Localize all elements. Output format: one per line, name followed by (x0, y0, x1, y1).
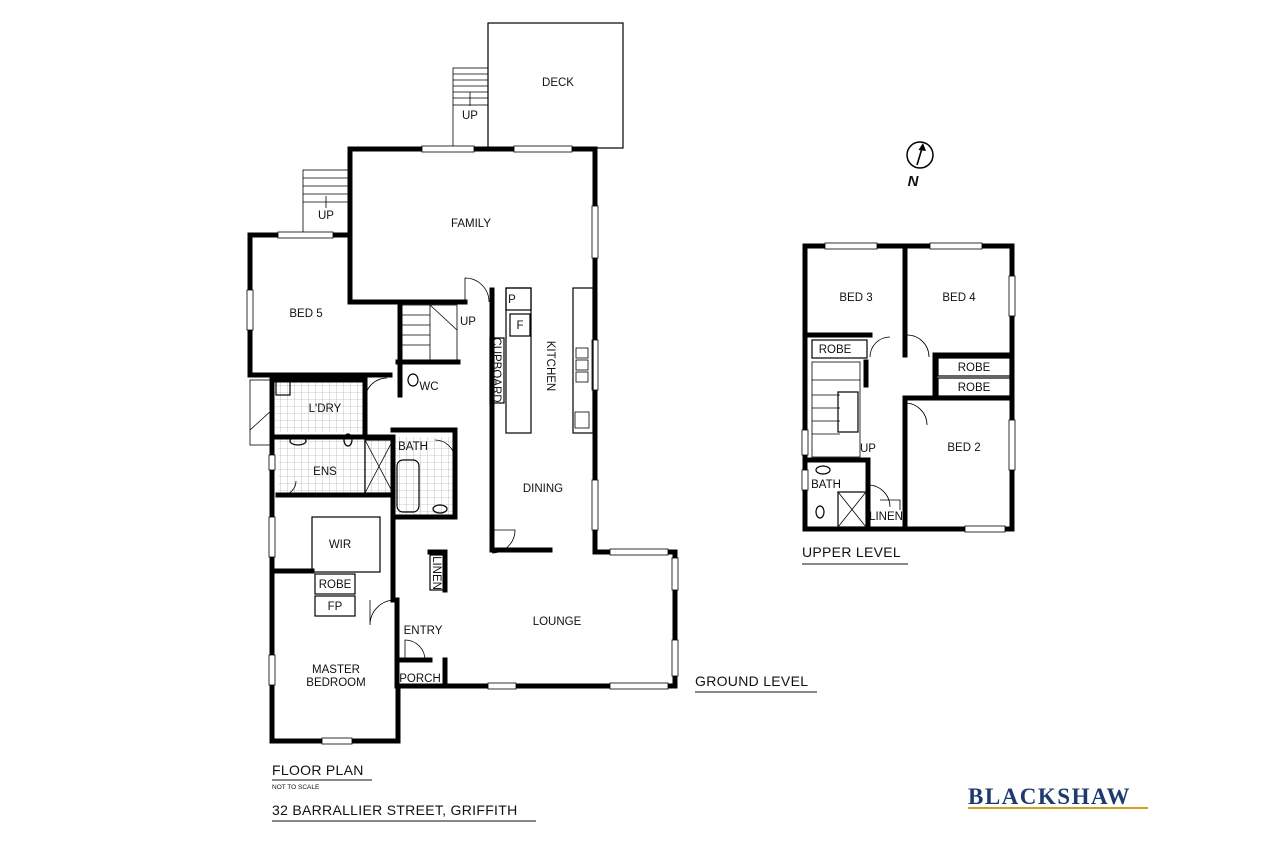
upper-bed4-label: BED 4 (942, 292, 976, 304)
robe-box (314, 573, 356, 595)
internal-stairs (401, 304, 458, 363)
upper-doors (867, 334, 930, 510)
laundry-tub (275, 380, 291, 396)
bath-label: BATH (398, 441, 428, 453)
linen-box (429, 554, 445, 591)
upper-bed3-label: BED 3 (839, 292, 872, 304)
family-label: FAMILY (451, 218, 491, 230)
brand-logo: BLACKSHAW (968, 784, 1131, 809)
north-compass-icon (906, 141, 934, 169)
lounge-label: LOUNGE (533, 616, 582, 628)
upper-windows (801, 242, 1016, 533)
upper-level-heading: UPPER LEVEL (802, 544, 901, 560)
fireplace-label: FP (328, 601, 343, 613)
kitchen-label: KITCHEN (544, 341, 556, 391)
dining-label: DINING (523, 483, 563, 495)
master-label-line1: MASTER (312, 664, 360, 676)
upper-up-label: UP (860, 443, 876, 455)
upper-bath-label: BATH (811, 479, 841, 491)
bath-tiles (395, 437, 455, 517)
ensuite-label: ENS (313, 466, 337, 478)
upper-linen-label: LINEN (869, 511, 903, 523)
ground-doors (249, 277, 516, 661)
wc-toilet (407, 373, 419, 387)
porch-label: PORCH (399, 673, 441, 685)
upper-toilet (815, 505, 825, 519)
ensuite-tiles (278, 437, 393, 495)
laundry-tiles (272, 382, 365, 432)
back-steps (302, 169, 351, 236)
ensuite-basin (289, 436, 307, 446)
kitchen-joinery (489, 287, 594, 434)
upper-bed2-label: BED 2 (947, 442, 980, 454)
ground-level-heading: GROUND LEVEL (695, 673, 808, 689)
upper-robe-left-box (811, 339, 868, 359)
ground-level-plan: DECK UP UP FAMILY BED 5 UP WC L'DRY ENS … (246, 22, 679, 745)
cupboard-label: CUPBOARD (490, 337, 502, 402)
robe-label: ROBE (319, 579, 352, 591)
ground-windows (246, 145, 679, 745)
upper-robe-left-label: ROBE (819, 344, 852, 356)
pantry-label: P (508, 294, 516, 306)
upper-walls (802, 243, 1015, 532)
upper-robe-right-top-label: ROBE (958, 362, 991, 374)
wir-box (311, 516, 381, 573)
property-address: 32 BARRALLIER STREET, GRIFFITH (272, 802, 518, 818)
linen-label: LINEN (430, 556, 442, 590)
bath-basin (432, 504, 448, 514)
wc-label: WC (419, 381, 438, 393)
wir-label: WIR (329, 539, 351, 551)
bed5-label: BED 5 (289, 308, 322, 320)
fridge-label: F (516, 320, 523, 332)
deck (452, 22, 624, 149)
floor-plan-title: FLOOR PLAN (272, 762, 364, 778)
deck-up-label: UP (462, 110, 478, 122)
fireplace-box (314, 595, 356, 617)
compass-label: N (908, 173, 920, 190)
upper-robe-right-bottom-label: ROBE (958, 382, 991, 394)
upper-stairs (811, 361, 861, 458)
internal-up-label: UP (460, 316, 476, 328)
stairs-up-label: UP (318, 210, 334, 222)
bathtub (396, 459, 420, 513)
not-to-scale-note: NOT TO SCALE (272, 784, 320, 791)
laundry-label: L'DRY (309, 403, 342, 415)
ensuite-toilet (343, 433, 353, 447)
master-label-line2: BEDROOM (306, 677, 365, 689)
deck-label: DECK (542, 77, 574, 89)
entry-label: ENTRY (404, 625, 443, 637)
ensuite-shower (364, 439, 394, 494)
upper-basin (815, 465, 831, 475)
side-path (249, 379, 273, 446)
upper-level-plan: BED 3 BED 4 ROBE ROBE ROBE BED 2 UP BATH… (801, 242, 1016, 533)
